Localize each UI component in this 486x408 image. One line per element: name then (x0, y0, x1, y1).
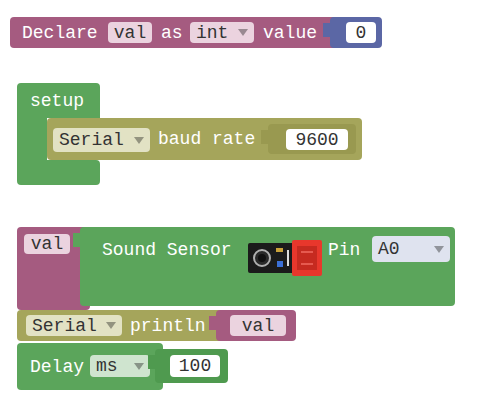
dropdown-arrow (134, 137, 144, 144)
code-block: Sound Sensor Pin A0 (80, 227, 455, 306)
code-block: 9600 (268, 124, 356, 154)
block-label: Sound Sensor (102, 227, 232, 273)
dropdown-field: A0 (372, 236, 450, 262)
dropdown-field: ms (90, 355, 150, 377)
variable-field: val (24, 234, 70, 254)
number-field: 9600 (286, 129, 348, 150)
block-label: println (130, 310, 206, 341)
block-outline (17, 343, 163, 390)
block-label: value (263, 17, 317, 48)
block-label: Declare (22, 17, 98, 48)
variable-field: val (230, 315, 286, 336)
code-block: setupSerial baud rate 9600 (17, 83, 368, 185)
block-label: baud rate (158, 118, 255, 160)
number-field: 100 (170, 355, 220, 377)
block-label: Pin (328, 227, 360, 273)
dropdown-triangle (134, 137, 144, 144)
dropdown-arrow (134, 363, 144, 370)
number-field: 0 (346, 22, 376, 43)
code-block: Serial baud rate 9600 (47, 118, 362, 160)
code-block: val (216, 310, 296, 341)
code-block: 0 (330, 17, 382, 48)
code-block: Declarevalasintvalue0 (10, 17, 340, 48)
block-label: Delay (30, 343, 84, 390)
dropdown-triangle (134, 363, 144, 370)
dropdown-field: Serial (53, 128, 150, 152)
block-outline (10, 17, 340, 48)
block-outline (73, 227, 455, 306)
code-block: 100 (155, 349, 228, 383)
dropdown-field: Serial (26, 315, 122, 336)
block-outline (261, 124, 356, 154)
block-outline (148, 349, 228, 383)
dropdown-triangle (434, 246, 444, 253)
block-label: as (161, 17, 183, 48)
block-outline (323, 17, 382, 48)
dropdown-triangle (238, 29, 248, 36)
code-block: Delayms100 (17, 343, 163, 390)
dropdown-triangle (106, 322, 116, 329)
dropdown-field: int (190, 22, 254, 43)
dropdown-arrow (434, 246, 444, 253)
code-block: valSound SensorPinA0 (17, 227, 90, 310)
dropdown-arrow (106, 322, 116, 329)
dropdown-arrow (238, 29, 248, 36)
block-label: setup (30, 83, 84, 118)
block-outline (209, 310, 296, 341)
block-outline (47, 118, 362, 160)
code-block: Serialprintlnval (17, 310, 222, 341)
variable-field: val (108, 22, 152, 43)
block-outline (17, 310, 222, 341)
